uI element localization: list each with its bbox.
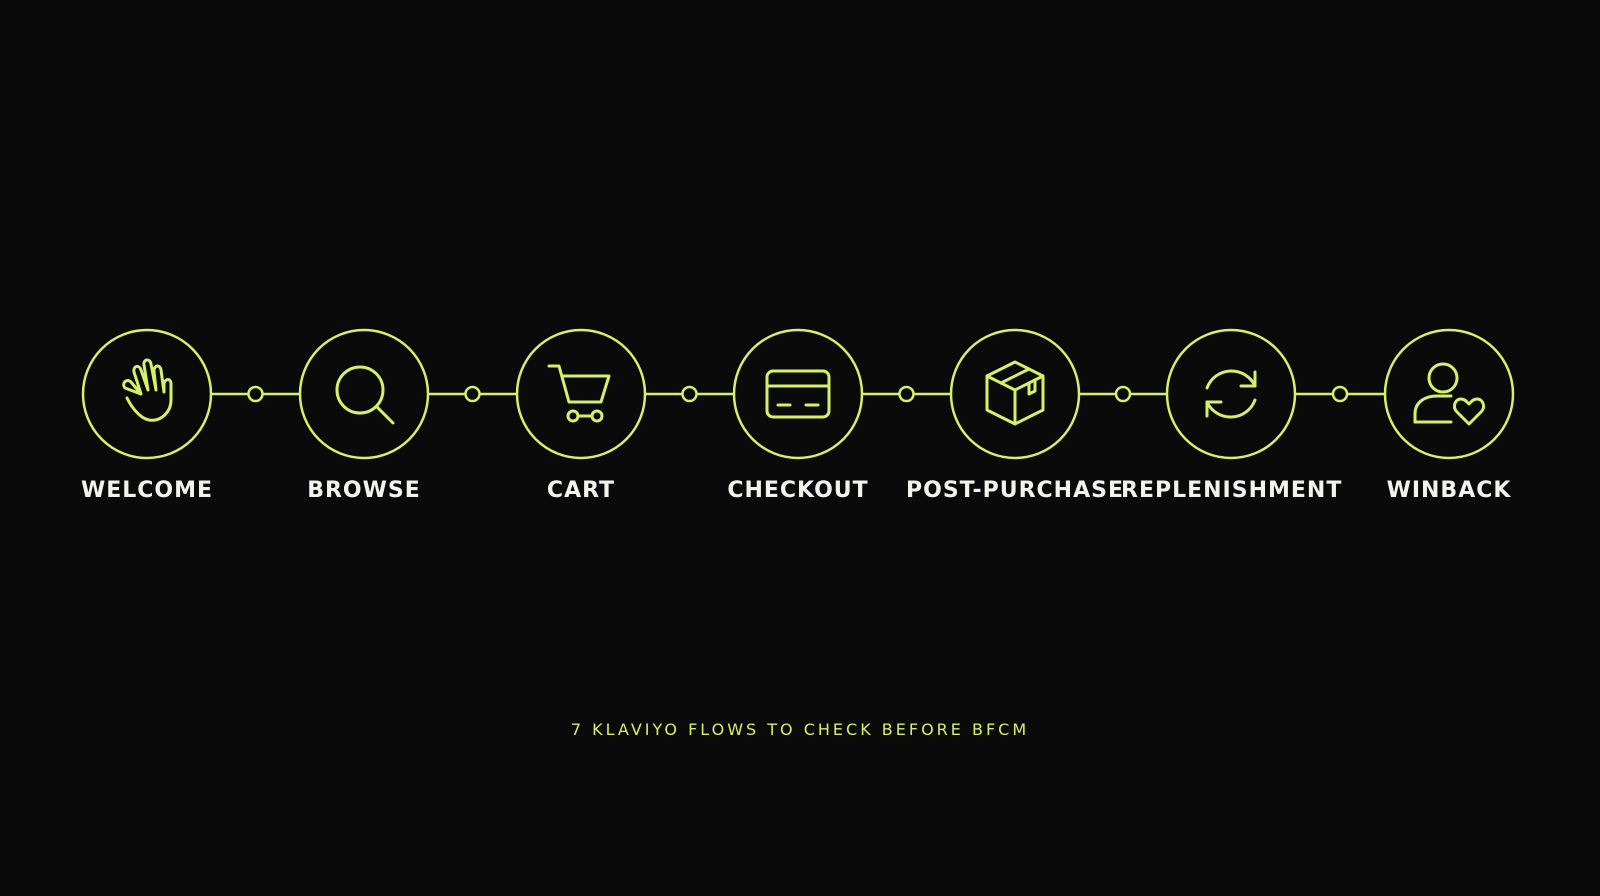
user-heart-icon <box>1413 362 1486 426</box>
connector-junction-dot <box>1331 385 1349 403</box>
step-node-winback <box>1383 328 1515 460</box>
step-node-post-purchase <box>949 328 1081 460</box>
credit-card-icon <box>765 369 831 419</box>
node-circle <box>81 328 213 460</box>
step-label-welcome: WELCOME <box>80 478 214 503</box>
connector-junction-dot <box>247 385 264 403</box>
step-node-welcome <box>81 328 213 460</box>
step-node-checkout <box>732 328 864 460</box>
node-circle <box>515 328 647 460</box>
node-circle <box>298 328 430 460</box>
connector-junction-dot <box>1114 385 1132 403</box>
step-label-browse: BROWSE <box>307 478 421 503</box>
connector-junction-dot <box>681 385 698 403</box>
node-circle <box>732 328 864 460</box>
step-label-winback: WINBACK <box>1386 478 1512 503</box>
step-label-replenishment: REPLENISHMENT <box>1121 478 1343 503</box>
step-label-cart: CART <box>546 478 616 503</box>
connector-junction-dot <box>464 385 481 403</box>
node-circle <box>949 328 1081 460</box>
connector-group <box>211 385 1385 403</box>
step-node-replenishment <box>1165 328 1297 460</box>
step-label-checkout: CHECKOUT <box>727 478 869 503</box>
package-box-icon <box>985 360 1045 426</box>
step-node-browse <box>298 328 430 460</box>
search-icon <box>335 365 395 425</box>
connector-junction-dot <box>898 385 915 403</box>
waving-hand-icon <box>122 358 173 422</box>
step-label-post-purchase: POST-PURCHASE <box>906 478 1124 503</box>
step-node-cart <box>515 328 647 460</box>
diagram-caption: 7 KLAVIYO FLOWS TO CHECK BEFORE BFCM <box>570 720 1030 739</box>
node-circle <box>1165 328 1297 460</box>
refresh-icon <box>1205 369 1257 419</box>
shopping-cart-icon <box>547 364 611 423</box>
node-circle <box>1383 328 1515 460</box>
